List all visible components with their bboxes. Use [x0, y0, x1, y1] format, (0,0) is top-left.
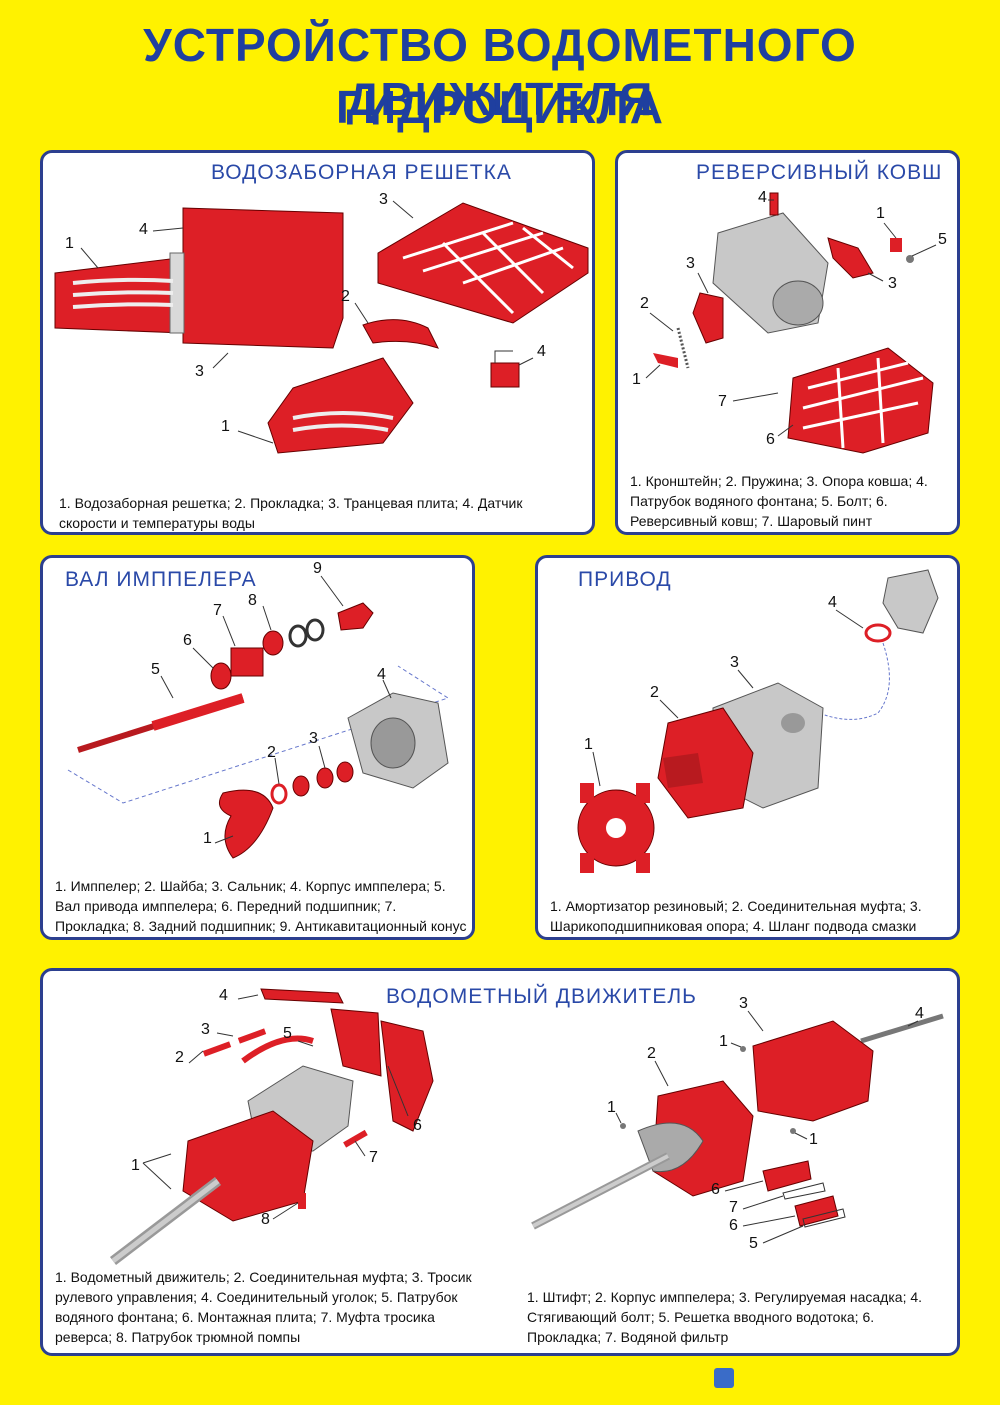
- callout-number: 2: [640, 295, 649, 312]
- callout-number: 4: [915, 1005, 924, 1022]
- callout-number: 7: [729, 1199, 738, 1216]
- callout-number: 2: [647, 1045, 656, 1062]
- caption-intake-grate: 1. Водозаборная решетка; 2. Прокладка; 3…: [59, 495, 523, 531]
- panel-title: ВАЛ ИМППЕЛЕРА: [65, 568, 257, 591]
- callout-number: 7: [369, 1149, 378, 1166]
- poster-title-line1: УСТРОЙСТВО ВОДОМЕТНОГО ДВИЖИТЕЛЯ: [143, 19, 857, 125]
- panel-intake-grate: ВОДОЗАБОРНАЯ РЕШЕТКА 1 4 3 3 2 4 1 1. Во…: [40, 150, 595, 535]
- impeller-shaft-illustration: [67, 575, 450, 859]
- callout-number: 1: [719, 1033, 728, 1050]
- caption-jet-drive-right: 1. Штифт; 2. Корпус имппелера; 3. Регули…: [527, 1289, 923, 1345]
- callout-number: 1: [131, 1157, 140, 1174]
- callout-number: 6: [413, 1117, 422, 1134]
- callout-number: 7: [718, 393, 727, 410]
- callout-number: 2: [341, 288, 350, 305]
- panel-reverse-bucket: РЕВЕРСИВНЫЙ КОВШ 4 1 5 3 3 2 1 7 6 1. Кр…: [615, 150, 960, 535]
- callout-number: 1: [607, 1099, 616, 1116]
- panel-title: РЕВЕРСИВНЫЙ КОВШ: [696, 161, 943, 184]
- panel-title: ВОДОМЕТНЫЙ ДВИЖИТЕЛЬ: [386, 985, 697, 1008]
- callout-number: 3: [888, 275, 897, 292]
- panel-drive: ПРИВОД 4 3 2 1 1. Амортизатор резиновый;…: [535, 555, 960, 940]
- callout-number: 6: [183, 632, 192, 649]
- callout-number: 4: [219, 987, 228, 1004]
- drive-illustration: [577, 569, 939, 873]
- callout-number: 7: [213, 602, 222, 619]
- caption-reverse-bucket: 1. Кронштейн; 2. Пружина; 3. Опора ковша…: [630, 473, 928, 529]
- callout-number: 1: [809, 1131, 818, 1148]
- callout-number: 5: [938, 231, 947, 248]
- callout-number: 6: [766, 431, 775, 448]
- callout-number: 4: [758, 189, 767, 206]
- panel-title: ВОДОЗАБОРНАЯ РЕШЕТКА: [211, 161, 512, 184]
- callout-number: 1: [632, 371, 641, 388]
- callout-number: 2: [175, 1049, 184, 1066]
- callout-number: 5: [749, 1235, 758, 1252]
- caption-jet-drive-left: 1. Водометный движитель; 2. Соединительн…: [55, 1269, 472, 1345]
- callout-number: 5: [283, 1025, 292, 1042]
- callout-number: 4: [828, 594, 837, 611]
- callout-number: 4: [377, 666, 386, 683]
- caption-impeller-shaft: 1. Имппелер; 2. Шайба; 3. Сальник; 4. Ко…: [55, 878, 467, 934]
- panel-impeller-shaft: ВАЛ ИМППЕЛЕРА 9 8 7 6 5: [40, 555, 475, 940]
- callout-number: 1: [221, 418, 230, 435]
- callout-number: 8: [261, 1211, 270, 1228]
- callout-number: 3: [201, 1021, 210, 1038]
- caption-drive: 1. Амортизатор резиновый; 2. Соединитель…: [550, 898, 922, 934]
- callout-number: 5: [151, 661, 160, 678]
- callout-number: 2: [650, 684, 659, 701]
- callout-number: 4: [139, 221, 148, 238]
- panel-jet-drive: ВОДОМЕТНЫЙ ДВИЖИТЕЛЬ: [40, 968, 960, 1356]
- callout-number: 8: [248, 592, 257, 609]
- callout-number: 1: [203, 830, 212, 847]
- callout-number: 1: [584, 736, 593, 753]
- publisher-logo: [714, 1368, 734, 1388]
- callout-number: 6: [711, 1181, 720, 1198]
- callout-number: 2: [267, 744, 276, 761]
- callout-number: 4: [537, 343, 546, 360]
- poster-title-line2: ГИДРОЦИКЛА: [335, 81, 664, 133]
- intake-grate-illustration: [54, 200, 589, 454]
- callout-number: 3: [379, 191, 388, 208]
- panel-title: ПРИВОД: [578, 568, 672, 591]
- callout-number: 3: [739, 995, 748, 1012]
- jet-drive-illustration: [109, 988, 944, 1265]
- callout-number: 3: [309, 730, 318, 747]
- callout-number: 9: [313, 560, 322, 577]
- reverse-bucket-illustration: [645, 192, 937, 454]
- callout-number: 1: [876, 205, 885, 222]
- callout-number: 3: [195, 363, 204, 380]
- callout-number: 3: [686, 255, 695, 272]
- callout-number: 6: [729, 1217, 738, 1234]
- callout-number: 3: [730, 654, 739, 671]
- callout-number: 1: [65, 235, 74, 252]
